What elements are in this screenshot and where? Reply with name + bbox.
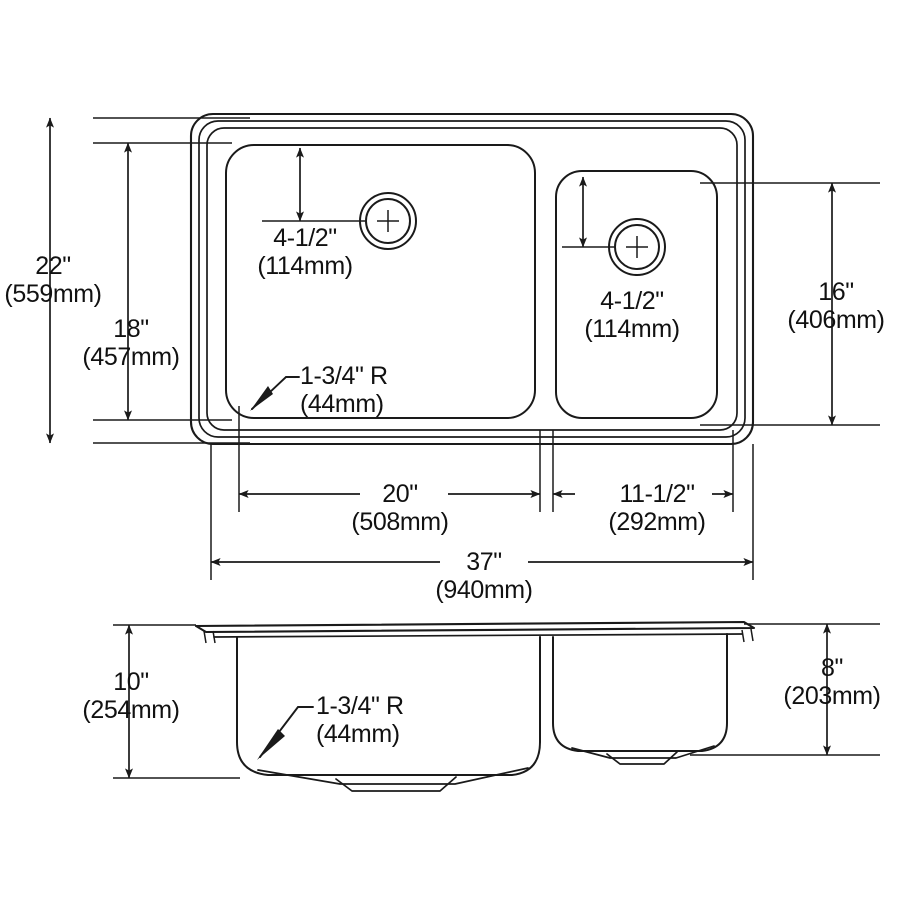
dim-20-metric: (508mm) <box>351 508 448 536</box>
left-bowl-outline <box>225 144 536 419</box>
left-bowl-elevation <box>236 636 541 776</box>
right-bowl-elevation <box>552 633 728 752</box>
rim-hatch-right <box>741 628 754 643</box>
dim-37-inches: 37" <box>466 548 501 576</box>
dim-10-metric: (254mm) <box>82 696 179 724</box>
elevation-rim-top <box>194 620 756 634</box>
rim-hatch-left <box>203 630 216 644</box>
dim-11-5-group: 11-1/2" (292mm) <box>552 430 734 536</box>
right-drain-hole <box>608 218 666 276</box>
dim-left-hole-offset-group: 4-1/2" (114mm) <box>257 147 366 280</box>
front-elevation-view: 10" (254mm) 8" (203mm) 1-3/4" R (44mm) <box>82 620 881 792</box>
dim-16-group: 16" (406mm) <box>700 182 885 426</box>
radius-callout-elevation-group: 1-3/4" R (44mm) <box>257 692 404 760</box>
dim-11-5-metric: (292mm) <box>608 508 705 536</box>
right-drain-boss <box>606 751 678 765</box>
sink-rim-inner <box>206 127 738 431</box>
dim-8-inches: 8" <box>821 654 843 682</box>
left-drain-hole <box>359 192 417 250</box>
dim-37-metric: (940mm) <box>435 576 532 604</box>
sink-rim-outer <box>189 112 755 446</box>
dim-20-inches: 20" <box>382 480 417 508</box>
dim-20-group: 20" (508mm) <box>238 406 541 536</box>
radius-top-inches: 1-3/4" R <box>300 362 388 390</box>
elevation-rim-under <box>213 633 743 638</box>
dim-right-hole-offset-metric: (114mm) <box>584 315 679 343</box>
dim-22-group: 22" (559mm) <box>4 117 250 444</box>
sink-rim-middle <box>198 120 746 438</box>
radius-top-metric: (44mm) <box>300 390 384 418</box>
dim-18-metric: (457mm) <box>82 343 179 371</box>
dim-8-group: 8" (203mm) <box>690 623 881 756</box>
dim-22-metric: (559mm) <box>4 280 101 308</box>
dim-right-hole-offset-group: 4-1/2" (114mm) <box>562 176 680 343</box>
dim-18-group: 18" (457mm) <box>82 142 232 421</box>
top-view: 22" (559mm) 18" (457mm) 16" (406mm) 4-1/… <box>4 112 885 604</box>
left-drain-boss <box>335 776 457 792</box>
radius-callout-top-group: 1-3/4" R (44mm) <box>250 362 388 418</box>
dim-22-inches: 22" <box>35 252 70 280</box>
dim-10-inches: 10" <box>113 668 148 696</box>
radius-elevation-metric: (44mm) <box>316 720 400 748</box>
right-bowl-bottom-sag <box>571 745 715 759</box>
dim-16-metric: (406mm) <box>787 306 884 334</box>
radius-elevation-inches: 1-3/4" R <box>316 692 404 720</box>
dim-right-hole-offset-inches: 4-1/2" <box>600 287 663 315</box>
dim-16-inches: 16" <box>818 278 853 306</box>
right-bowl-outline <box>555 170 718 419</box>
dim-left-hole-offset-metric: (114mm) <box>257 252 352 280</box>
dim-10-group: 10" (254mm) <box>82 624 240 779</box>
dim-left-hole-offset-inches: 4-1/2" <box>273 224 336 252</box>
dim-11-5-inches: 11-1/2" <box>619 480 694 508</box>
dim-37-group: 37" (940mm) <box>210 444 754 604</box>
dim-18-inches: 18" <box>113 315 148 343</box>
left-bowl-bottom-sag <box>257 767 529 785</box>
dim-8-metric: (203mm) <box>783 682 880 710</box>
